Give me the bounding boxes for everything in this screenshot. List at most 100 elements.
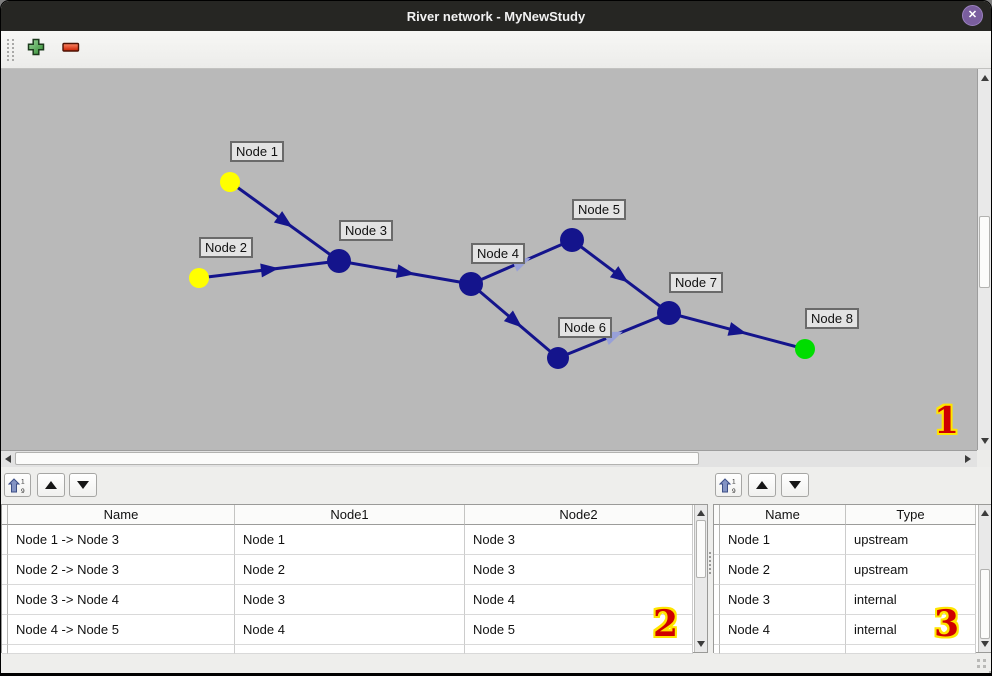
- svg-text:9: 9: [732, 488, 736, 494]
- row-gutter: [714, 645, 720, 654]
- table-cell: [465, 645, 693, 654]
- main-toolbar: [1, 31, 991, 69]
- close-button[interactable]: ✕: [962, 5, 983, 26]
- edge-arrow-icon: [273, 211, 293, 228]
- edge-arrow-icon: [727, 322, 747, 336]
- table-cell[interactable]: Node 2: [720, 555, 846, 585]
- node-label[interactable]: Node 4: [471, 243, 525, 264]
- table-cell[interactable]: upstream: [846, 555, 976, 585]
- links-move-up-button[interactable]: [37, 473, 65, 497]
- column-header[interactable]: Node2: [465, 505, 693, 525]
- links-move-down-button[interactable]: [69, 473, 97, 497]
- down-arrow-icon: [77, 481, 89, 489]
- resize-grip[interactable]: [977, 659, 980, 662]
- table-cell[interactable]: upstream: [846, 525, 976, 555]
- nodes-table-scrollbar[interactable]: [978, 505, 991, 652]
- horizontal-scrollbar-thumb[interactable]: [15, 452, 699, 465]
- scrollbar-thumb[interactable]: [980, 569, 990, 639]
- scroll-left-icon[interactable]: [5, 455, 11, 463]
- table-cell[interactable]: Node 3 -> Node 4: [8, 585, 235, 615]
- node-label[interactable]: Node 6: [558, 317, 612, 338]
- table-cell[interactable]: Node 4: [720, 615, 846, 645]
- column-header[interactable]: Type: [846, 505, 976, 525]
- links-table-scrollbar[interactable]: [694, 505, 707, 652]
- column-header[interactable]: Name: [720, 505, 846, 525]
- empty-row: [2, 645, 693, 654]
- table-cell[interactable]: Node 1: [235, 525, 465, 555]
- graph-node[interactable]: [657, 301, 681, 325]
- column-header[interactable]: Node1: [235, 505, 465, 525]
- table-cell: [846, 645, 976, 654]
- annotation-3: 3: [934, 603, 960, 645]
- nodes-move-down-button[interactable]: [781, 473, 809, 497]
- toolbar-drag-handle[interactable]: [7, 38, 14, 61]
- node-label[interactable]: Node 7: [669, 272, 723, 293]
- svg-text:1: 1: [732, 478, 736, 485]
- graph-node[interactable]: [795, 339, 815, 359]
- table-cell[interactable]: Node 1: [720, 525, 846, 555]
- scroll-up-icon[interactable]: [981, 75, 989, 81]
- table-cell[interactable]: internal: [846, 615, 976, 645]
- node-label[interactable]: Node 8: [805, 308, 859, 329]
- graph-node[interactable]: [459, 272, 483, 296]
- scroll-down-icon[interactable]: [697, 641, 705, 647]
- svg-text:1: 1: [21, 478, 25, 485]
- graph-node[interactable]: [547, 347, 569, 369]
- table-cell[interactable]: Node 3: [720, 585, 846, 615]
- remove-button[interactable]: [62, 40, 80, 59]
- table-cell[interactable]: Node 4 -> Node 5: [8, 615, 235, 645]
- graph-node[interactable]: [220, 172, 240, 192]
- nodes-sort-button[interactable]: 1 9: [715, 473, 742, 497]
- table-splitter[interactable]: [709, 552, 712, 574]
- table-cell[interactable]: Node 1 -> Node 3: [8, 525, 235, 555]
- table-cell[interactable]: Node 3: [235, 585, 465, 615]
- scroll-up-icon[interactable]: [981, 510, 989, 516]
- river-canvas[interactable]: Node 1 Node 2 Node 3 Node 4 Node 5 Node 6 Node…: [1, 69, 977, 450]
- vertical-scrollbar-thumb[interactable]: [979, 216, 990, 288]
- links-sort-button[interactable]: 1 9: [4, 473, 31, 497]
- node-label[interactable]: Node 5: [572, 199, 626, 220]
- graph-node[interactable]: [327, 249, 351, 273]
- node-label[interactable]: Node 1: [230, 141, 284, 162]
- scroll-down-icon[interactable]: [981, 641, 989, 647]
- nodes-move-up-button[interactable]: [748, 473, 776, 497]
- table-cell[interactable]: Node 3: [465, 555, 693, 585]
- scrollbar-corner: [977, 450, 991, 467]
- table-cell[interactable]: Node 2 -> Node 3: [8, 555, 235, 585]
- annotation-1: 1: [934, 400, 960, 442]
- add-button[interactable]: [27, 38, 45, 61]
- scroll-right-icon[interactable]: [965, 455, 971, 463]
- empty-row: [714, 645, 976, 654]
- canvas-vertical-scrollbar[interactable]: [977, 69, 991, 450]
- table-cell: [8, 645, 235, 654]
- graph-node[interactable]: [560, 228, 584, 252]
- canvas-horizontal-scrollbar[interactable]: [1, 450, 977, 467]
- scroll-up-icon[interactable]: [697, 510, 705, 516]
- table-cell[interactable]: Node 3: [465, 525, 693, 555]
- node-label[interactable]: Node 2: [199, 237, 253, 258]
- table-cell[interactable]: Node 4: [465, 585, 693, 615]
- scroll-down-icon[interactable]: [981, 438, 989, 444]
- column-header[interactable]: Name: [8, 505, 235, 525]
- table-cell[interactable]: Node 2: [235, 555, 465, 585]
- window-title: River network - MyNewStudy: [406, 8, 586, 24]
- table-cell[interactable]: internal: [846, 585, 976, 615]
- node-label[interactable]: Node 3: [339, 220, 393, 241]
- table-cell[interactable]: Node 4: [235, 615, 465, 645]
- graph-node[interactable]: [189, 268, 209, 288]
- table-cell[interactable]: Node 5: [465, 615, 693, 645]
- row-gutter: [714, 585, 720, 615]
- scrollbar-thumb[interactable]: [696, 520, 706, 578]
